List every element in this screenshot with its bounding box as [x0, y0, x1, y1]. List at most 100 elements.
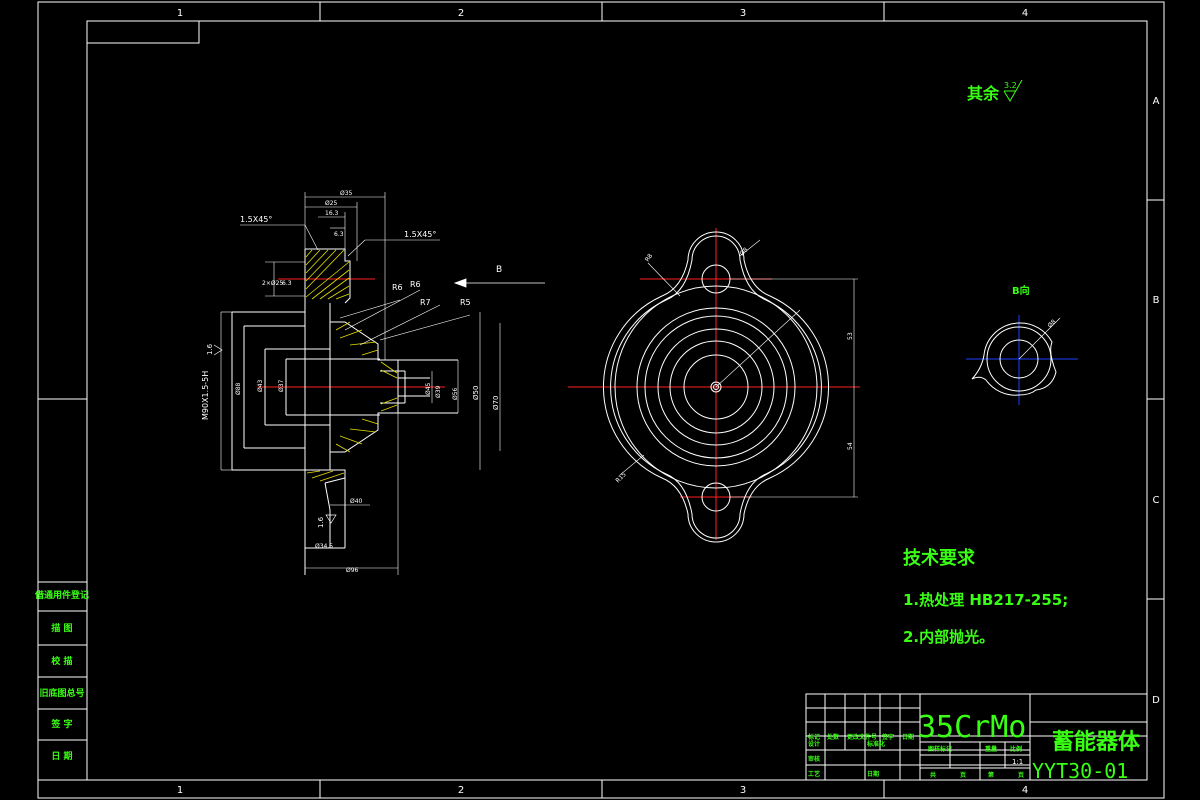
header-label: 签字	[881, 733, 894, 741]
dim-roughness-side: 1.6	[206, 343, 214, 355]
stage-label: 比例	[1010, 745, 1022, 753]
dim-50: Ø50	[472, 386, 480, 400]
section-roughness-icons	[213, 344, 337, 524]
col-label-bottom: 1	[177, 785, 183, 796]
tech-requirements: 技术要求 1.热处理 HB217-255; 2.内部抛光。	[903, 547, 1068, 646]
title-material: 35CrMo	[918, 710, 1026, 745]
stamp-row: 签 字	[50, 718, 72, 730]
row-label: C	[1153, 495, 1160, 506]
col-label-top: 4	[1022, 8, 1028, 19]
section-outline	[231, 248, 458, 575]
dim-43: Ø43	[257, 379, 264, 392]
header-label: 日期	[902, 733, 914, 741]
header-label: 标记	[807, 733, 820, 741]
dim-chamfer-right: 1.5X45°	[404, 230, 436, 239]
dim-left-small-b: 6.3	[282, 280, 292, 287]
front-dim-texts: R8 Ø8 R15 53 54	[614, 246, 854, 484]
stamp-row: 日 期	[51, 750, 72, 762]
roughness-note: 其余 3.2	[967, 79, 1023, 103]
sheet-label: 页	[1018, 771, 1024, 779]
view-arrow-b	[453, 278, 545, 288]
roughness-note-value: 3.2	[1004, 81, 1017, 90]
tech-req-item: 2.内部抛光。	[903, 628, 994, 646]
b-view-outline	[971, 322, 1057, 396]
dim-front-r-top: R8	[644, 252, 654, 263]
col-label-bottom: 3	[740, 785, 746, 796]
row-label: A	[1153, 96, 1160, 107]
dim-front-dia-right: Ø8	[738, 246, 749, 257]
stamp-row: 校 描	[51, 655, 72, 667]
section-dim-texts: Ø35 Ø25 16.3 6.3 1.5X45° 1.5X45° R6 R6 R…	[201, 190, 500, 574]
title-part-name: 蓄能器体	[1052, 729, 1141, 755]
col-label-bottom: 2	[458, 785, 464, 796]
dim-fillet-r5: R5	[460, 298, 471, 307]
sheet-label: 页	[960, 771, 966, 779]
title-block: 35CrMo 蓄能器体 YYT30-01 1:1 设计 审核 工艺 标准化 日期…	[805, 693, 1148, 783]
b-view: B向 Ø8	[966, 284, 1078, 405]
header-label: 日期	[867, 770, 879, 778]
stamp-row: 旧底图总号	[39, 687, 84, 699]
dim-m: Ø88	[235, 382, 242, 395]
dim-chamfer-left: 1.5X45°	[240, 215, 272, 224]
row-label: B	[1153, 295, 1160, 306]
stamp-row: 借通用件登记	[34, 589, 89, 601]
col-label-bottom: 4	[1022, 785, 1028, 796]
stage-label: 重量	[985, 745, 997, 753]
header-label: 工艺	[808, 770, 820, 778]
sheet-label: 第	[987, 771, 994, 779]
row-label: D	[1152, 695, 1160, 706]
header-label: 更改文件号	[847, 733, 877, 741]
tech-req-title: 技术要求	[903, 547, 976, 569]
zone-labels: 1 2 3 4 1 2 3 4 A B C D	[177, 8, 1160, 796]
dim-40: Ø40	[350, 498, 363, 505]
header-label: 标准化	[866, 740, 885, 748]
title-drawing-no: YYT30-01	[1032, 759, 1128, 783]
section-centerlines	[258, 278, 445, 388]
dim-bottom-a: Ø34.5	[315, 543, 333, 550]
dim-left-small: 2×Ø25	[262, 280, 283, 287]
col-label-top: 1	[177, 8, 183, 19]
dim-b-view: Ø8	[1046, 318, 1057, 329]
header-label: 处数	[826, 733, 840, 741]
col-label-top: 2	[458, 8, 464, 19]
stamp-row: 描 图	[51, 622, 72, 634]
dim-thread: M90X1.5-5H	[201, 371, 210, 420]
dim-top-c: 6.3	[334, 231, 344, 238]
header-label: 设计	[808, 740, 820, 748]
section-dimension-lines	[220, 192, 501, 575]
view-arrow-label: B	[496, 265, 502, 275]
roughness-symbol-icon	[1003, 79, 1023, 102]
dim-small-dia-2: Ø39	[435, 385, 442, 398]
tech-req-item: 1.热处理 HB217-255;	[903, 591, 1068, 609]
dim-top-a: Ø25	[325, 200, 338, 207]
dim-front-h-bot: 54	[847, 442, 854, 450]
roughness-note-label: 其余	[967, 84, 1000, 103]
dim-small-dia-1: Ø45	[425, 382, 432, 395]
roughness-symbol-icon	[213, 344, 223, 356]
header-label: 审核	[808, 755, 820, 763]
dim-fillet-r7: R7	[420, 298, 431, 307]
dim-front-h-top: 53	[847, 332, 854, 340]
dim-roughness-bottom: 1.6	[317, 516, 325, 528]
dim-37: Ø37	[278, 379, 285, 392]
front-outline	[602, 231, 830, 543]
roughness-symbol-icon	[325, 514, 337, 524]
stage-label: 图样标记	[928, 745, 952, 753]
section-view: B Ø35 Ø25 16.3 6.3 1.5X45° 1.5X45° R6 R6…	[201, 190, 545, 575]
col-label-top: 3	[740, 8, 746, 19]
dim-56: Ø56	[452, 387, 459, 400]
left-stamp-table: 借通用件登记 描 图 校 描 旧底图总号 签 字 日 期	[34, 581, 89, 781]
title-scale: 1:1	[1012, 758, 1023, 766]
front-dimension-lines	[619, 239, 858, 498]
dim-bottom-c: Ø96	[346, 567, 359, 574]
front-centerlines	[568, 228, 860, 540]
front-view: R8 Ø8 R15 53 54	[568, 228, 860, 543]
section-hatching	[305, 249, 398, 482]
dim-top-overall: Ø35	[340, 190, 353, 197]
b-view-title: B向	[1012, 284, 1030, 297]
dim-front-ang: R15	[614, 471, 627, 484]
sheet-label: 共	[930, 771, 936, 779]
sheet-border	[37, 1, 1165, 799]
dim-70: Ø70	[492, 396, 500, 410]
